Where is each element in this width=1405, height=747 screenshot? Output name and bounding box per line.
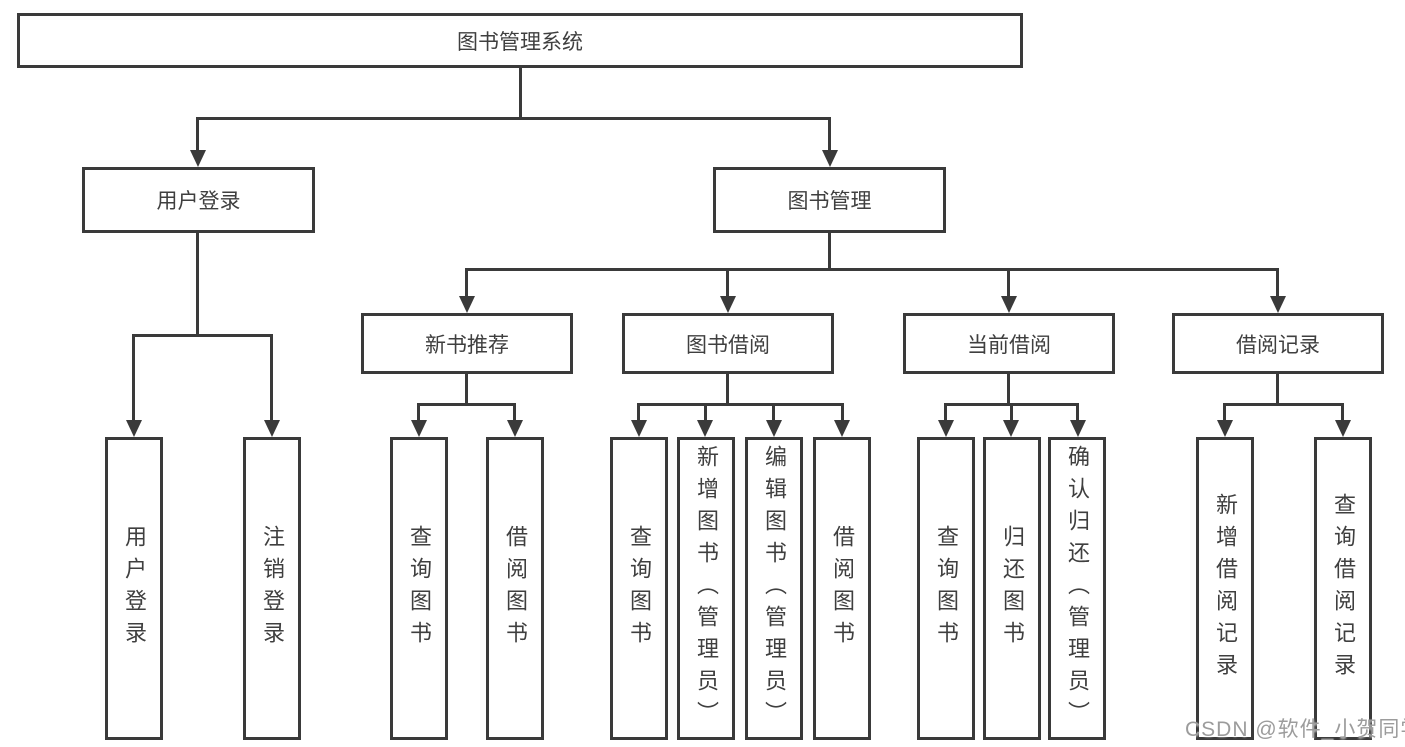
connector-stem <box>944 403 947 421</box>
connector-split-level3 <box>465 268 1279 271</box>
connector-split-level2 <box>196 117 831 120</box>
node-current-borrowing: 当前借阅 <box>903 313 1115 374</box>
connector-stem <box>726 268 729 297</box>
arrowhead-down <box>720 296 736 313</box>
connector-stem <box>1223 403 1226 421</box>
node-leaf-nb-query-books: 查询图书 <box>390 437 448 740</box>
connector-split <box>417 403 516 406</box>
arrowhead-down <box>766 420 782 437</box>
arrowhead-down <box>264 420 280 437</box>
node-leaf-bb-edit-books-admin: 编辑图书（管理员） <box>745 437 803 740</box>
connector-stem <box>1007 268 1010 297</box>
connector-stem <box>465 374 468 406</box>
arrowhead-down <box>1217 420 1233 437</box>
connector-stem <box>1076 403 1079 421</box>
node-leaf-br-add-record: 新增借阅记录 <box>1196 437 1254 740</box>
node-leaf-user-login: 用户登录 <box>105 437 163 740</box>
node-leaf-cb-confirm-return-admin: 确认归还（管理员） <box>1048 437 1106 740</box>
arrowhead-down <box>411 420 427 437</box>
node-leaf-cb-query-books: 查询图书 <box>917 437 975 740</box>
connector-stem <box>772 403 775 421</box>
node-book-management: 图书管理 <box>713 167 946 233</box>
arrowhead-down <box>1070 420 1086 437</box>
arrowhead-down <box>126 420 142 437</box>
connector-stem <box>270 334 273 421</box>
arrowhead-down <box>1003 420 1019 437</box>
node-leaf-logout: 注销登录 <box>243 437 301 740</box>
node-leaf-nb-borrow-books: 借阅图书 <box>486 437 544 740</box>
connector-stem <box>828 117 831 151</box>
arrowhead-down <box>834 420 850 437</box>
connector-stem <box>1341 403 1344 421</box>
connector-stem <box>1276 374 1279 406</box>
arrowhead-down <box>938 420 954 437</box>
arrowhead-down <box>1270 296 1286 313</box>
node-new-book-recommendation: 新书推荐 <box>361 313 573 374</box>
connector-stem <box>1276 268 1279 297</box>
connector-stem <box>828 233 831 271</box>
connector-stem <box>637 403 640 421</box>
node-leaf-cb-return-books: 归还图书 <box>983 437 1041 740</box>
node-leaf-bb-query-books: 查询图书 <box>610 437 668 740</box>
connector-stem <box>1010 403 1013 421</box>
connector-split <box>1223 403 1344 406</box>
connector-stem <box>513 403 516 421</box>
arrowhead-down <box>507 420 523 437</box>
node-book-borrowing: 图书借阅 <box>622 313 834 374</box>
arrowhead-down <box>631 420 647 437</box>
arrowhead-down <box>697 420 713 437</box>
arrowhead-down <box>459 296 475 313</box>
connector-stem <box>841 403 844 421</box>
connector-split <box>637 403 844 406</box>
connector-trunk <box>519 68 522 120</box>
csdn-watermark: CSDN @软件_小贺同学 <box>1185 718 1405 741</box>
connector-split <box>132 334 273 337</box>
node-borrowing-records: 借阅记录 <box>1172 313 1384 374</box>
connector-stem <box>704 403 707 421</box>
arrowhead-down <box>190 150 206 167</box>
connector-stem <box>465 268 468 297</box>
connector-stem <box>417 403 420 421</box>
node-leaf-bb-borrow-books: 借阅图书 <box>813 437 871 740</box>
connector-stem <box>196 233 199 337</box>
connector-stem <box>726 374 729 406</box>
node-leaf-br-query-record: 查询借阅记录 <box>1314 437 1372 740</box>
node-user-login: 用户登录 <box>82 167 315 233</box>
node-leaf-bb-add-books-admin: 新增图书（管理员） <box>677 437 735 740</box>
connector-stem <box>1007 374 1010 406</box>
arrowhead-down <box>1001 296 1017 313</box>
connector-stem <box>132 334 135 421</box>
connector-stem <box>196 117 199 151</box>
node-root: 图书管理系统 <box>17 13 1023 68</box>
arrowhead-down <box>822 150 838 167</box>
arrowhead-down <box>1335 420 1351 437</box>
